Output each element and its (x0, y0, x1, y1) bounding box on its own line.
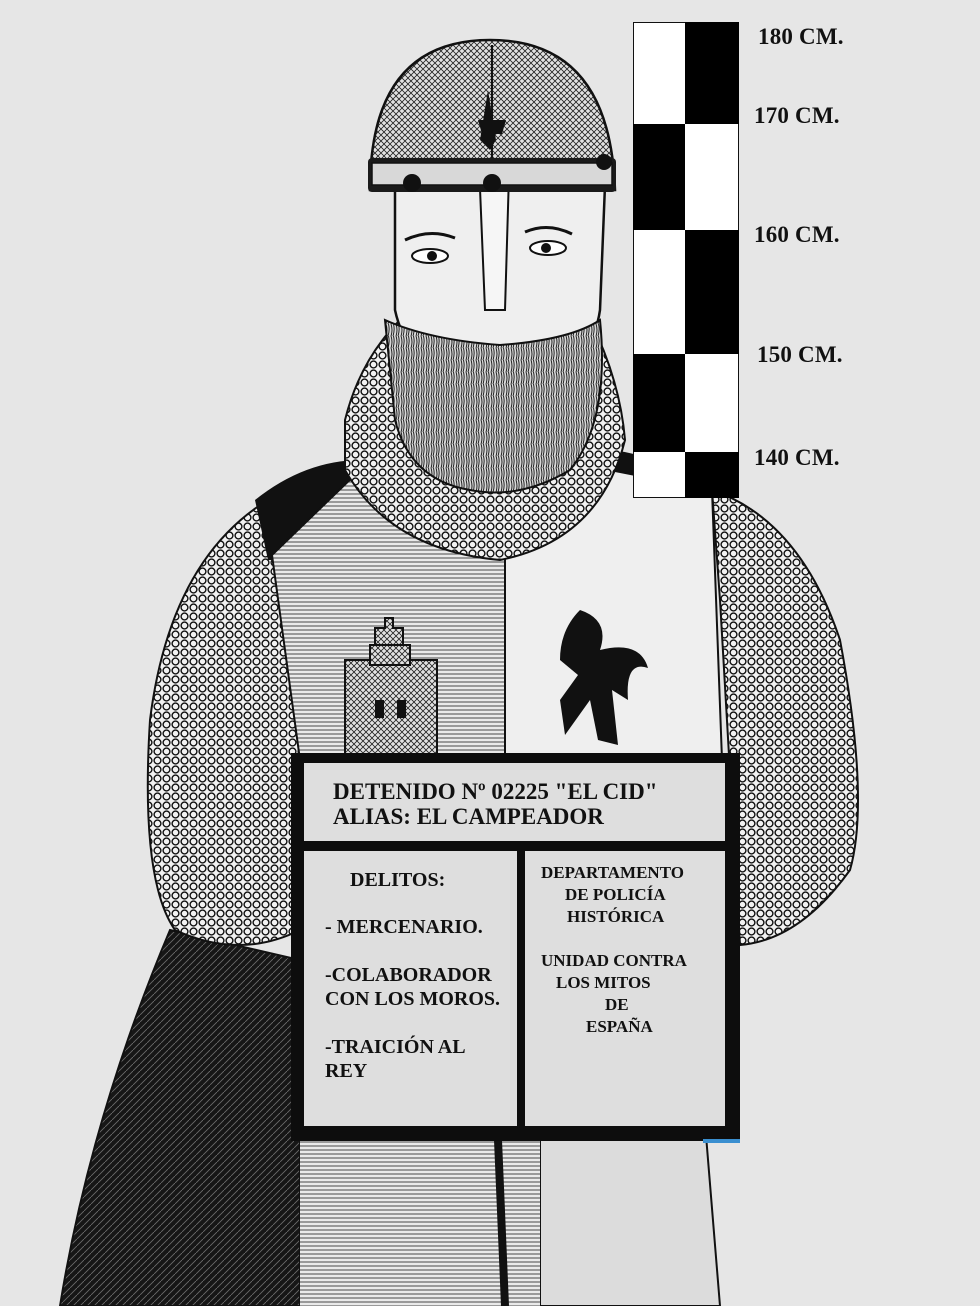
unit-line-4: ESPAÑA (586, 1017, 653, 1036)
crime-item-1: - MERCENARIO. (325, 916, 483, 938)
scale-label-180: 180 CM. (758, 24, 844, 49)
crime-item-2-line1: -COLABORADOR (325, 964, 492, 986)
placard-header: DETENIDO Nº 02225 "EL CID" ALIAS: EL CAM… (304, 763, 725, 841)
scale-label-170: 170 CM. (754, 103, 840, 128)
crime-item-2-line2: CON LOS MOROS. (325, 988, 501, 1010)
scale-label-150: 150 CM. (757, 342, 843, 367)
crime-item-3-line1: -TRAICIÓN AL (325, 1036, 466, 1058)
crime-item-3-line2: REY (325, 1060, 368, 1082)
crimes-heading: DELITOS: (350, 869, 446, 891)
dept-line-1: DEPARTAMENTO (541, 863, 684, 882)
dept-line-3: HISTÓRICA (567, 907, 665, 926)
height-chart (633, 22, 739, 498)
unit-line-3: DE (605, 995, 629, 1014)
placard-edge-accent (703, 1139, 740, 1143)
detainee-number: DETENIDO Nº 02225 "EL CID" (333, 779, 658, 804)
dept-line-2: DE POLICÍA (565, 885, 666, 904)
scale-label-140: 140 CM. (754, 445, 840, 470)
unit-line-1: UNIDAD CONTRA (541, 951, 687, 970)
unit-line-2: LOS MITOS (556, 973, 651, 992)
department-panel: DEPARTAMENTO DE POLICÍA HISTÓRICA UNIDAD… (525, 851, 725, 1126)
arrest-placard: DETENIDO Nº 02225 "EL CID" ALIAS: EL CAM… (291, 753, 740, 1141)
alias-line: ALIAS: EL CAMPEADOR (333, 804, 604, 829)
crimes-panel: DELITOS: - MERCENARIO. -COLABORADOR CON … (304, 851, 517, 1126)
scale-label-160: 160 CM. (754, 222, 840, 247)
